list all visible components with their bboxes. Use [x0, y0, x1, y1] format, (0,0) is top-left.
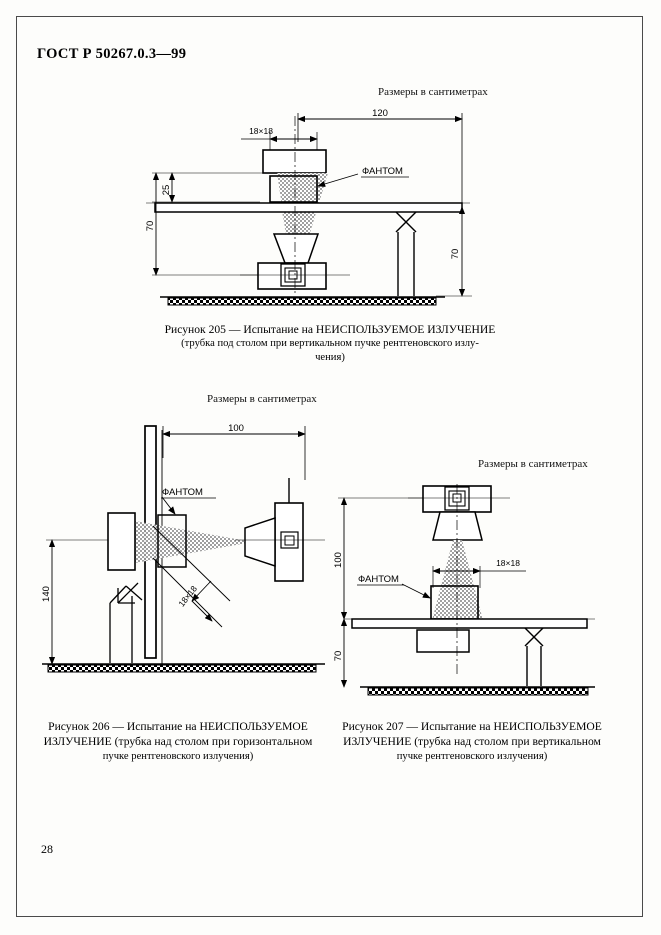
- svg-text:ФАНТОМ: ФАНТОМ: [162, 487, 203, 498]
- caption-207-line2: ИЗЛУЧЕНИЕ (трубка над столом при вертика…: [343, 735, 601, 749]
- svg-text:70: 70: [145, 221, 156, 232]
- svg-text:100: 100: [333, 552, 344, 568]
- units-note-206: Размеры в сантиметрах: [207, 393, 317, 405]
- svg-text:70: 70: [333, 651, 344, 662]
- svg-text:120: 120: [372, 108, 388, 119]
- caption-figure-206: Рисунок 206 — Испытание на НЕИСПОЛЬЗУЕМО…: [32, 719, 324, 764]
- caption-207-line3: пучке рентгеновского излучения): [396, 750, 548, 762]
- svg-text:ФАНТОМ: ФАНТОМ: [358, 574, 399, 585]
- svg-text:100: 100: [228, 423, 244, 434]
- caption-206-line1: Рисунок 206 — Испытание на НЕИСПОЛЬЗУЕМО…: [48, 720, 308, 733]
- svg-text:ФАНТОМ: ФАНТОМ: [362, 166, 403, 177]
- standard-number: ГОСТ Р 50267.0.3—99: [37, 46, 187, 62]
- caption-205-line2: (трубка под столом при вертикальном пучк…: [181, 338, 479, 350]
- caption-206-line2: ИЗЛУЧЕНИЕ (трубка над столом при горизон…: [43, 735, 313, 749]
- caption-205-line1: Рисунок 205 — Испытание на НЕИСПОЛЬЗУЕМО…: [164, 323, 496, 336]
- svg-text:25: 25: [161, 185, 172, 196]
- svg-text:18×18: 18×18: [249, 126, 273, 136]
- units-note-207: Размеры в сантиметрах: [478, 458, 588, 470]
- caption-figure-207: Рисунок 207 — Испытание на НЕИСПОЛЬЗУЕМО…: [326, 719, 618, 764]
- caption-205-line3: чения): [315, 352, 345, 364]
- figure-206: 100 ФАНТОМ 18×18: [40, 418, 330, 708]
- caption-207-line1: Рисунок 207 — Испытание на НЕИСПОЛЬЗУЕМО…: [342, 720, 602, 733]
- caption-206-line3: пучке рентгеновского излучения): [102, 750, 254, 762]
- svg-text:18×18: 18×18: [496, 558, 520, 568]
- page-number: 28: [41, 842, 53, 856]
- figure-207: 18×18 ФАНТОМ: [330, 478, 620, 708]
- svg-text:70: 70: [450, 249, 461, 260]
- units-note-205: Размеры в сантиметрах: [378, 86, 488, 98]
- page-border: [16, 16, 643, 917]
- figure-205: 120 18×18 ФАНТОМ: [140, 108, 490, 318]
- svg-text:140: 140: [41, 586, 52, 602]
- caption-figure-205: Рисунок 205 — Испытание на НЕИСПОЛЬЗУЕМО…: [60, 322, 600, 365]
